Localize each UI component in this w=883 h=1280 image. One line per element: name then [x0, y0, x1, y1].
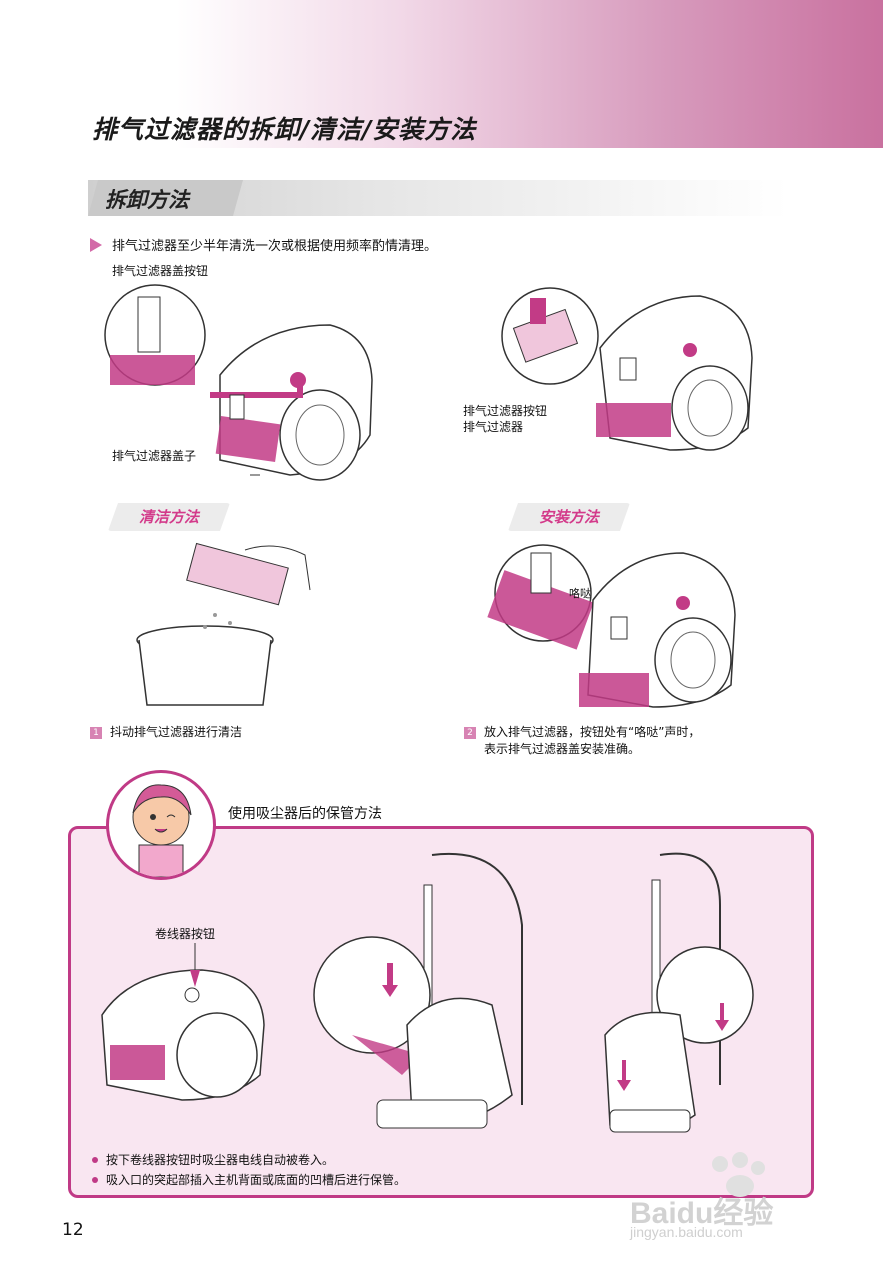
bullet-dot-icon [92, 1157, 98, 1163]
section-tab [88, 180, 243, 216]
install-title: 安装方法 [538, 508, 599, 526]
bullet-dot-icon [92, 1177, 98, 1183]
page-number: 12 [62, 1220, 84, 1240]
intro-text: 排气过滤器至少半年清洗一次或根据使用频率酌情清理。 [112, 239, 438, 254]
header-band [0, 0, 883, 148]
page-title: 排气过滤器的拆卸/清洁/安装方法 [92, 115, 477, 144]
filter-button-label: 排气过滤器按钮 [463, 404, 548, 418]
cleaning-pill: 清洁方法 [108, 503, 230, 531]
care-title: 使用吸尘器后的保管方法 [228, 806, 382, 822]
step-number-1: 1 [90, 727, 102, 739]
figure-filter-removed [501, 287, 753, 451]
care-note-1: 按下卷线器按钮时吸尘器电线自动被卷入。 [106, 1153, 335, 1167]
install-step-line-1: 放入排气过滤器，按钮处有“咯哒”声时， [484, 725, 701, 739]
cleaning-title: 清洁方法 [138, 508, 199, 526]
click-label: 咯哒 [569, 587, 591, 600]
watermark-url: jingyan.baidu.com [630, 1224, 743, 1240]
figure-install [487, 544, 736, 708]
filter-cover-label: 排气过滤器盖子 [112, 449, 197, 463]
baidu-watermark: Baidu经验 jingyan.baidu.com [630, 1150, 830, 1250]
mascot-avatar [106, 770, 216, 880]
figure-cleaning [136, 542, 311, 706]
figure-storage-back [313, 852, 523, 1129]
figure-storage-bottom [604, 852, 754, 1133]
figure-remove-cover [104, 284, 373, 481]
step-number-2: 2 [464, 727, 476, 739]
section-title: 拆卸方法 [105, 188, 189, 212]
install-pill: 安装方法 [508, 503, 630, 531]
bullet-triangle-icon [90, 238, 102, 252]
filter-cover-button-label: 排气过滤器盖按钮 [112, 264, 209, 278]
install-step-line-2: 表示排气过滤器盖安装准确。 [484, 742, 641, 756]
filter-label: 排气过滤器 [463, 420, 524, 434]
reel-button-label: 卷线器按钮 [155, 927, 216, 941]
figure-reel-button [101, 943, 265, 1101]
paw-icon [712, 1152, 765, 1197]
cleaning-step-text: 抖动排气过滤器进行清洁 [110, 725, 243, 739]
care-note-2: 吸入口的突起部插入主机背面或底面的凹槽后进行保管。 [106, 1173, 407, 1187]
install-step-text: 放入排气过滤器，按钮处有“咯哒”声时， 表示排气过滤器盖安装准确。 [484, 724, 700, 758]
watermark-brand: Baidu经验 [630, 1197, 774, 1230]
